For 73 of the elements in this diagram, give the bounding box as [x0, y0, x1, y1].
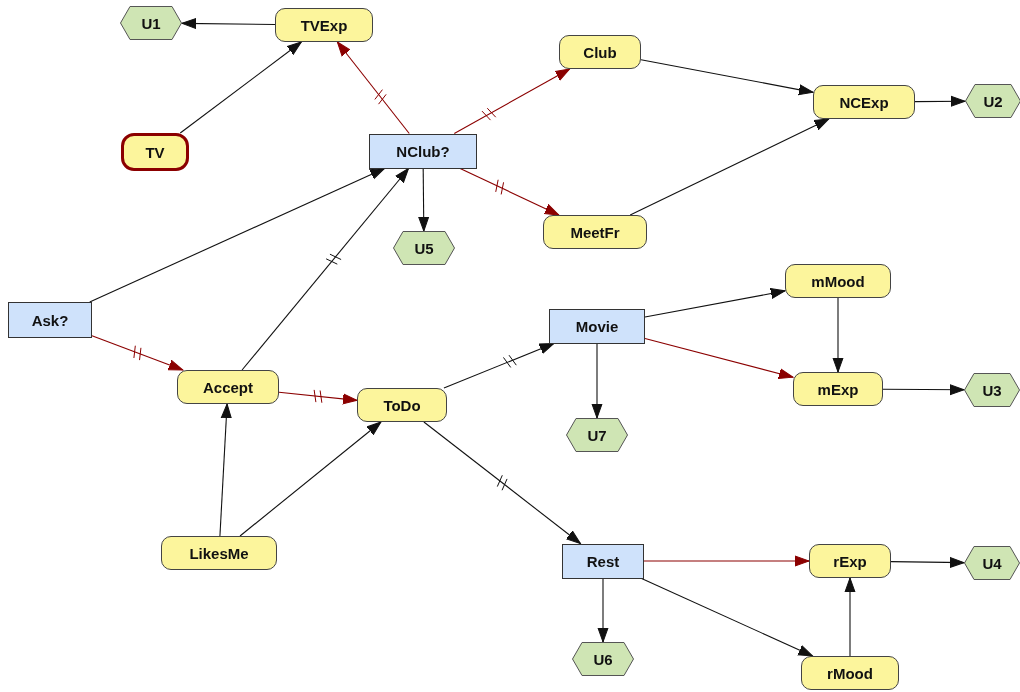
- utility-hexagon: [120, 6, 182, 40]
- arrow: [336, 41, 410, 135]
- arrow: [179, 41, 302, 134]
- node-label: rMood: [827, 664, 873, 682]
- arrow: [629, 118, 830, 216]
- chance-node: [801, 656, 899, 690]
- arrow: [459, 167, 560, 216]
- arrow: [418, 167, 430, 232]
- node-label: MeetFr: [570, 223, 620, 241]
- arrow: [239, 421, 382, 537]
- utility-hexagon: [964, 546, 1020, 580]
- node-label: U4: [982, 554, 1002, 572]
- arrow: [644, 288, 786, 318]
- arrow: [644, 338, 794, 380]
- chance-node: [275, 8, 373, 42]
- arrow: [640, 59, 814, 96]
- decision-box: [549, 308, 645, 344]
- chance-node: [357, 388, 447, 422]
- arrow: [890, 556, 965, 568]
- arrow: [832, 297, 844, 373]
- node-label: U6: [593, 650, 613, 668]
- chance-node: [121, 133, 189, 171]
- node-label: LikesMe: [189, 544, 249, 562]
- chance-node: [543, 215, 647, 249]
- arrow: [423, 421, 581, 545]
- node-label: mMood: [811, 272, 865, 290]
- node-label: TVExp: [300, 16, 348, 34]
- chance-node: [177, 370, 279, 404]
- arrow: [591, 342, 603, 419]
- arrow: [89, 167, 385, 303]
- arrow: [181, 18, 276, 29]
- chance-node: [813, 85, 915, 119]
- node-label: U7: [587, 426, 607, 444]
- arrow: [278, 391, 358, 405]
- node-label: U1: [141, 14, 161, 32]
- chance-node: [559, 35, 641, 69]
- node-label: Rest: [586, 552, 620, 570]
- arrow: [844, 577, 856, 657]
- node-label: U2: [983, 92, 1003, 110]
- utility-hexagon: [566, 418, 628, 452]
- node-label: Movie: [575, 317, 619, 335]
- arrow: [641, 577, 814, 657]
- arrow: [643, 555, 810, 567]
- utility-hexagon: [964, 373, 1020, 407]
- utility-hexagon: [393, 231, 455, 265]
- chance-node: [809, 544, 891, 578]
- arrow: [91, 335, 184, 371]
- node-label: NCExp: [839, 93, 889, 111]
- node-label: Club: [583, 43, 617, 61]
- chance-node: [161, 536, 277, 570]
- node-label: rExp: [833, 552, 867, 570]
- arrow: [882, 384, 965, 396]
- utility-hexagon: [572, 642, 634, 676]
- node-label: NClub?: [396, 142, 450, 160]
- decision-box: [8, 302, 92, 338]
- node-label: ToDo: [383, 396, 421, 414]
- chance-node: [793, 372, 883, 406]
- utility-hexagon: [965, 84, 1020, 118]
- node-label: U5: [414, 239, 434, 257]
- node-label: TV: [145, 143, 165, 161]
- arrow: [453, 68, 571, 135]
- arrow: [914, 95, 966, 107]
- chance-node: [785, 264, 891, 298]
- decision-box: [369, 133, 477, 169]
- node-label: U3: [982, 381, 1002, 399]
- arrow: [219, 403, 232, 537]
- decision-box: [562, 543, 644, 579]
- arrow: [241, 167, 410, 371]
- arrow: [597, 577, 609, 643]
- node-label: mExp: [817, 380, 859, 398]
- node-label: Accept: [203, 378, 253, 396]
- arrow: [443, 342, 555, 389]
- node-label: Ask?: [31, 311, 69, 329]
